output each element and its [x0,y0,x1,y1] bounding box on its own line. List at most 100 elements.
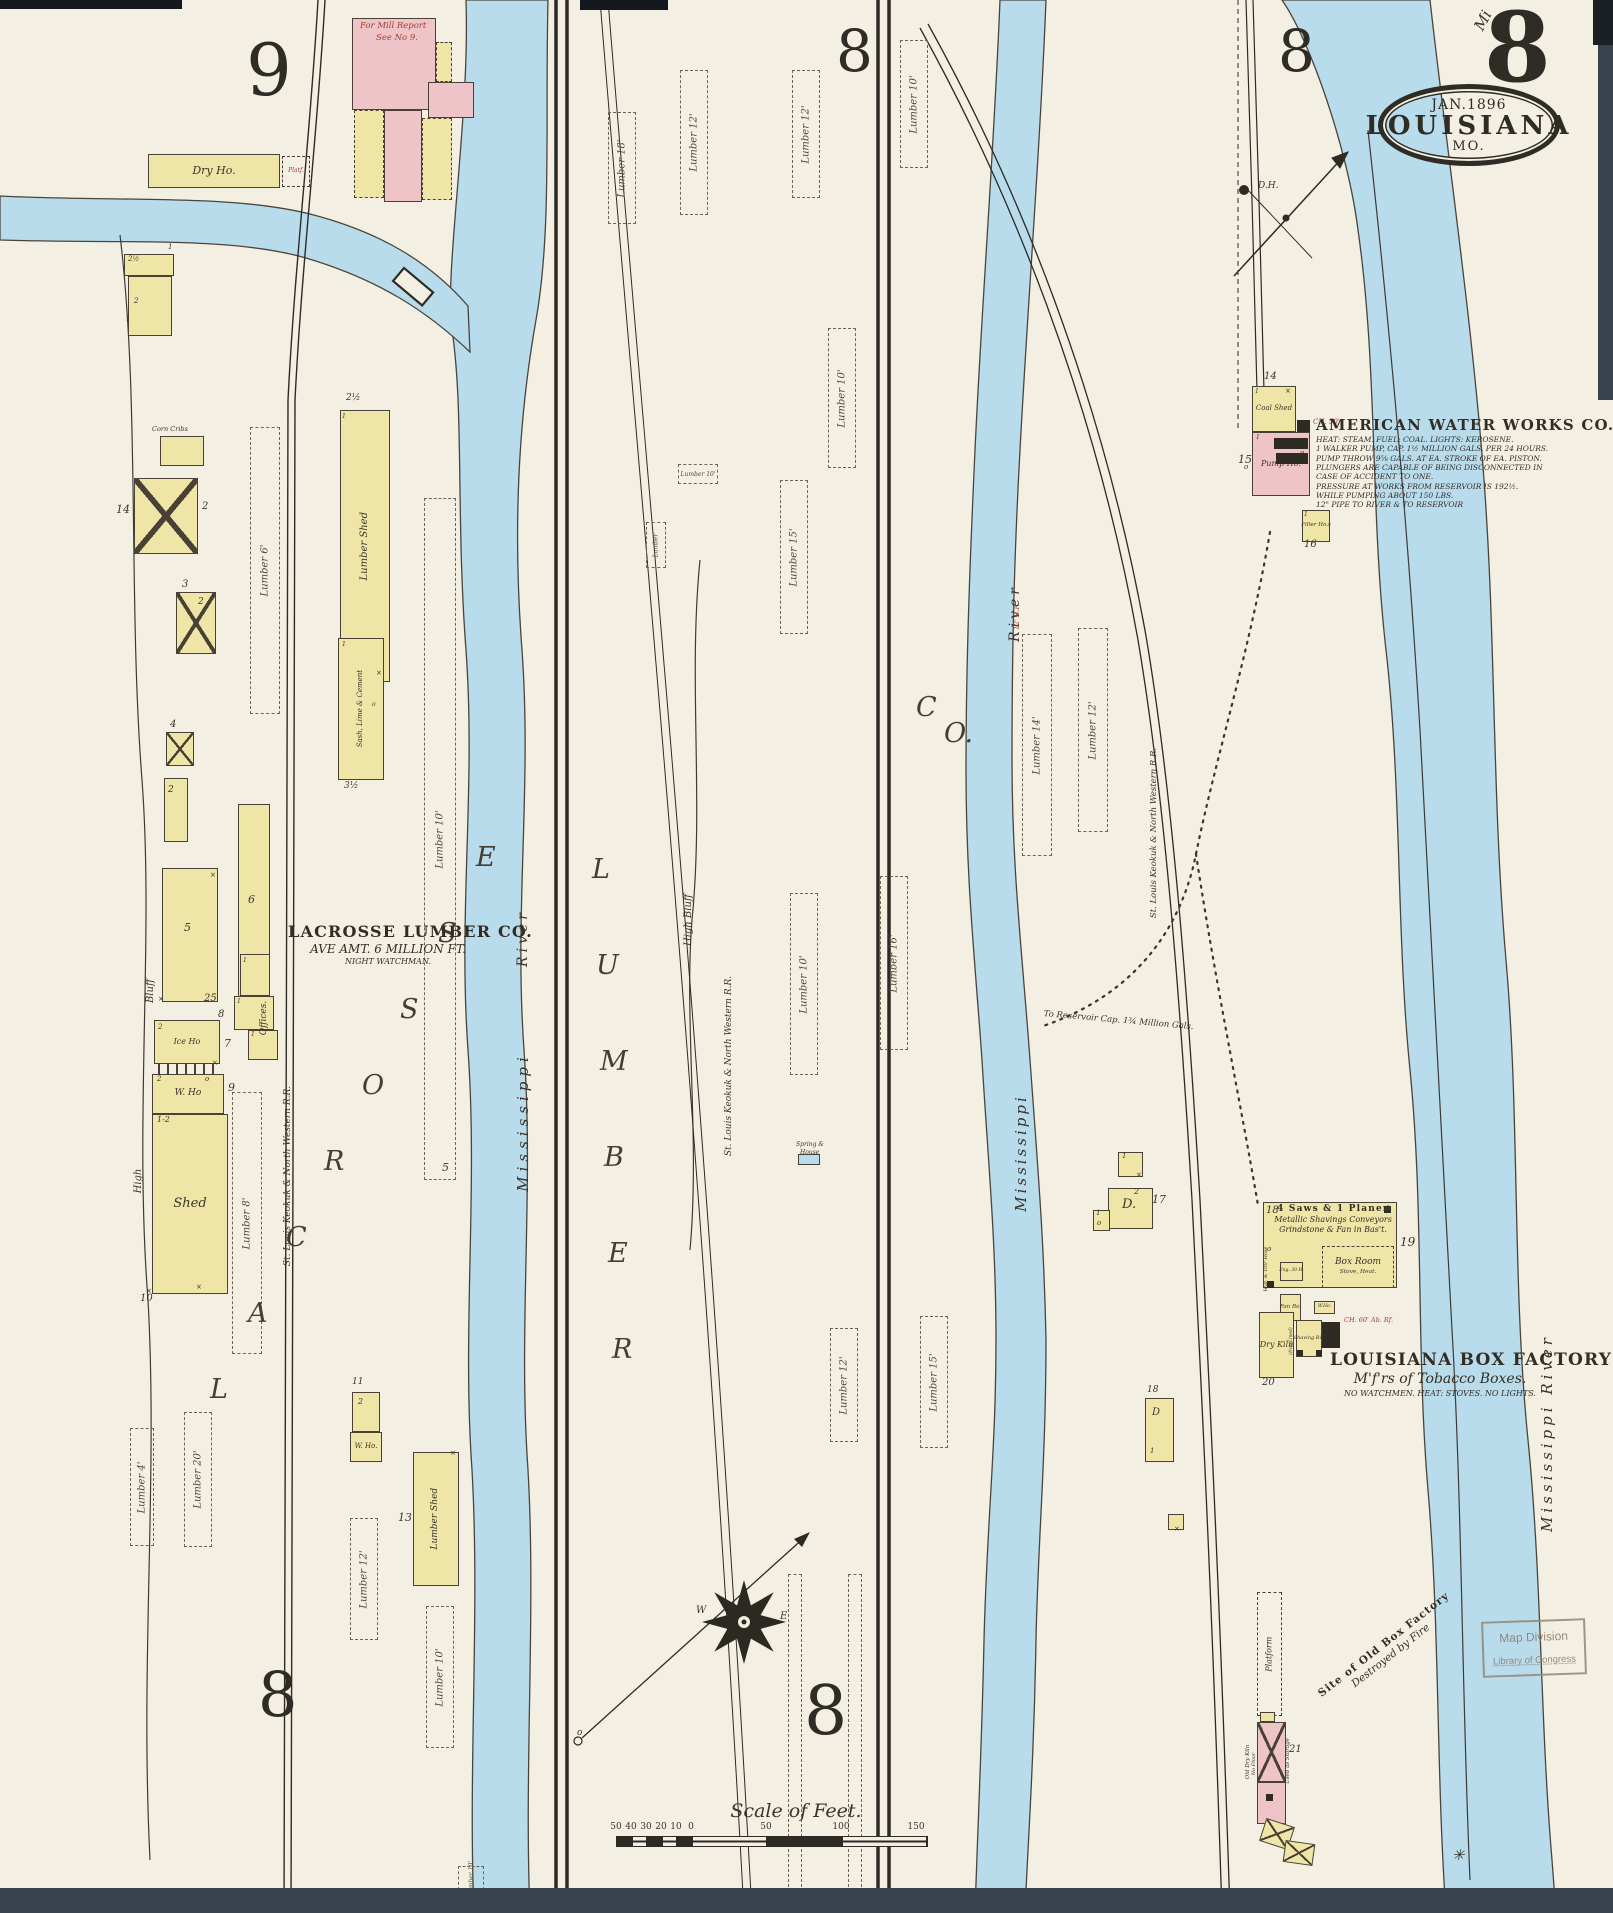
map-label: 14 [116,503,130,516]
map-label: 9 [228,1081,235,1094]
box-factory-interior-note-title: 4 Saws & 1 Planer [1277,1204,1389,1214]
warehouse-3-label: W.Ho. [1317,1304,1332,1310]
scale-segment [677,1837,692,1846]
map-label: 14 [1264,371,1277,382]
lumber-shed-north-label: Lumber Shed [358,511,370,581]
box-factory-interior-note-line-0: Metallic Shavings Conveyors [1274,1215,1392,1225]
lumber-yard-label: Lumber 8' [241,1197,253,1249]
bluff-lines [119,129,1471,1881]
map-label: 6 [248,893,255,906]
stamp-line-2: Library of Congress [1492,1653,1577,1668]
warehouse-2: W. Ho. [350,1432,382,1462]
map-label: × [1285,387,1291,395]
water-works-note-line-4: CASE OF ACCIDENT TO ONE. [1316,472,1434,482]
scale-segment [647,1837,662,1846]
map-label: 17 [1152,1193,1166,1206]
spring-label: House [800,1149,820,1156]
lumber-yard: Lumber 12' [792,70,820,198]
dh-label: D.H. [1258,181,1279,191]
map-label: 2 [198,597,204,607]
dry-kiln: Dry Kiln [1259,1312,1294,1378]
water-works-note-line-6: WHILE PUMPING ABOUT 150 LBS. [1316,491,1454,500]
offices-label: Offices. [259,1000,269,1036]
map-label: 15 [1238,453,1252,466]
lumber-yard-label: Lumber 10' [434,809,446,869]
map-label: 2 [157,1075,162,1083]
spread-letter: B [604,1142,624,1173]
map-label: 11 [352,1377,364,1387]
lumber-yard: Lumber 10' [426,1606,454,1748]
lacrosse-lumber-note-line-0: AVE AMT. 6 MILLION FT. [310,942,466,956]
shaving-bin-label: Shaving Bin [1293,1334,1325,1341]
map-label: 4 [170,719,177,730]
coal-shed-label: Coal Shed [1255,404,1293,413]
chimney-label: CH. 50' [1313,418,1340,426]
ice-house-platform [158,1064,214,1074]
lumber-yard: Lumber 20' [184,1412,212,1547]
map-label: 2 [158,1023,163,1031]
railroad-right-main [876,0,891,1913]
bf-dot-2 [1267,1281,1274,1288]
map-label: 8 [218,1009,225,1020]
scan-edge [0,1888,1613,1913]
warehouse: W. Ho [152,1074,224,1114]
lumber-yard-label: Lumber 12' [358,1549,370,1609]
map-label: 1 [126,315,131,323]
map-label: 2½ [346,393,361,403]
scan-edge [1593,0,1613,45]
dry-house-platform: Platf. [282,156,310,187]
adjacent-sheet-number: 8 [804,1672,848,1751]
map-label: 1 [342,413,346,420]
lumber-yard-label: Lumber 14' [1031,715,1043,775]
mill-annex-ne [436,42,452,82]
bldg-11 [352,1392,380,1432]
bldg-4 [166,732,194,766]
map-label: 1 [251,1031,255,1038]
map-label: 25 [204,993,217,1004]
lumber-yard: Lumber 10' [424,498,456,1180]
old-kiln-label: Used as Storage [1285,1738,1291,1784]
water-works-note-line-5: PRESSURE AT WORKS FROM RESERVOIR IS 192½… [1316,481,1519,491]
bluff-label: High Bluff [683,894,694,947]
lumber-yard-label: Lumber 10' [680,470,716,478]
mill-main [352,18,436,110]
lumber-yard: Lumber 14' [1022,634,1052,856]
map-label: × [1174,1525,1180,1533]
engine-room: Eng. 30 H. [1279,1262,1304,1281]
ice-house-label: Ice Ho [173,1036,201,1046]
lumber-yard: Lumber [646,522,666,568]
boiler-1 [1274,438,1308,449]
lumber-yard-label: Lumber [652,533,660,557]
map-label: 10 [140,1293,153,1304]
lumber-yard: Lumber 10' [790,893,818,1075]
map-label: ● [1385,1204,1392,1212]
spread-letter: E [608,1238,628,1269]
map-label: 2½ [128,255,140,263]
map-label: 2 [1134,1187,1140,1196]
map-label: D. [1122,1197,1137,1212]
scale-segments [616,1836,928,1847]
dry-house-platform-label: Platf. [288,167,304,175]
water-works-note-line-1: 1 WALKER PUMP, CAP. 1½ MILLION GALS. PER… [1316,444,1549,454]
map-label: 20 [1262,1377,1275,1388]
mill-note: See No 9. [376,33,418,43]
map-label: × [1136,1171,1142,1179]
map-label: 5 [442,1161,449,1174]
board-pile-label: 12' B.P. [1013,604,1021,630]
dwelling-17 [1108,1188,1153,1229]
map-label: × [158,995,164,1003]
dry-house: Dry Ho. [148,154,280,188]
scale-segment [767,1837,842,1846]
spring-label: Spring & [796,1141,824,1148]
lumber-yard-label: Lumber 10' [434,1647,446,1707]
map-label: × [376,669,382,677]
lumber-yard: Lumber 15' [780,480,808,634]
lumber-yard: Lumber 6' [250,427,280,714]
scan-edge [1598,0,1613,400]
compass-letter: E [780,1611,788,1622]
railroad-right-branch [919,23,1231,1913]
bf-dot-3 [1297,1350,1303,1356]
